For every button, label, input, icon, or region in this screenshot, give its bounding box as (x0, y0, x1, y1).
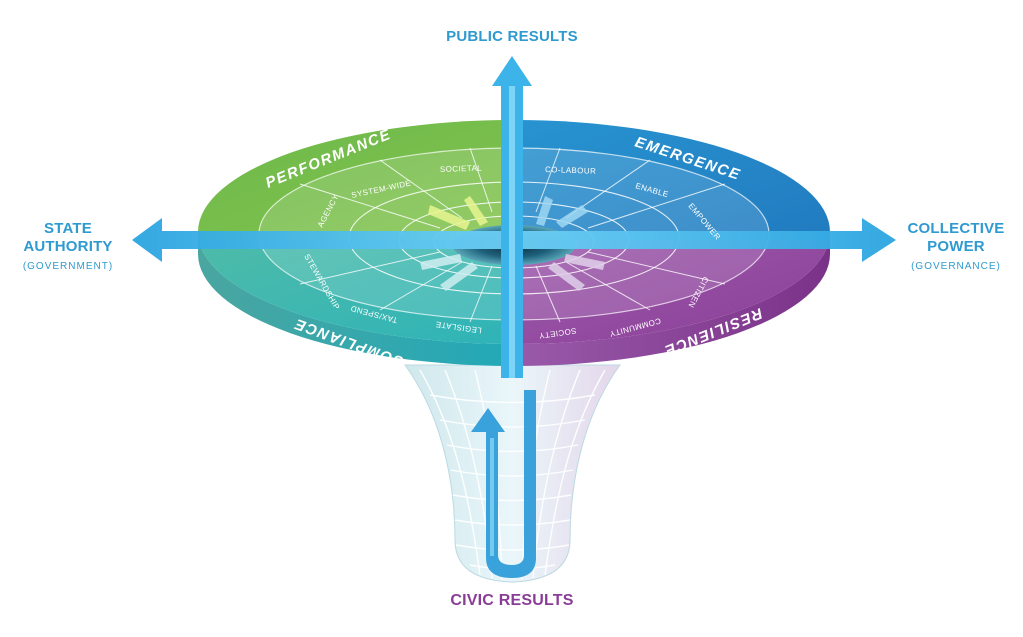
vertical-axis-arrow (492, 56, 532, 378)
state-authority-sub: (GOVERNMENT) (22, 261, 114, 272)
collective-power-line-2: POWER (927, 238, 985, 255)
collective-power-sub: (GOVERNANCE) (911, 261, 1001, 272)
swirl-arrows-resilience (548, 254, 605, 291)
swirl-arrows-emergence (536, 196, 588, 228)
funnel-stem (404, 364, 621, 583)
label-public-results: PUBLIC RESULTS (446, 28, 578, 45)
label-collective-power: COLLECTIVE POWER (GOVERNANCE) (890, 220, 1022, 276)
swirl-arrows-compliance (420, 254, 478, 291)
swirl-arrows-performance (428, 196, 488, 230)
u-turn-arrow (471, 390, 536, 578)
state-authority-line-2: AUTHORITY (23, 238, 113, 255)
label-civic-results: CIVIC RESULTS (450, 592, 574, 609)
disk-rim (198, 232, 830, 366)
label-state-authority: STATE AUTHORITY (GOVERNMENT) (2, 220, 134, 276)
collective-power-line-1: COLLECTIVE (907, 220, 1005, 237)
segment-societal: SOCIETAL (440, 164, 483, 174)
state-authority-line-1: STATE (44, 220, 92, 237)
segment-co-labour: CO-LABOUR (545, 165, 596, 176)
disk-top (198, 120, 830, 366)
